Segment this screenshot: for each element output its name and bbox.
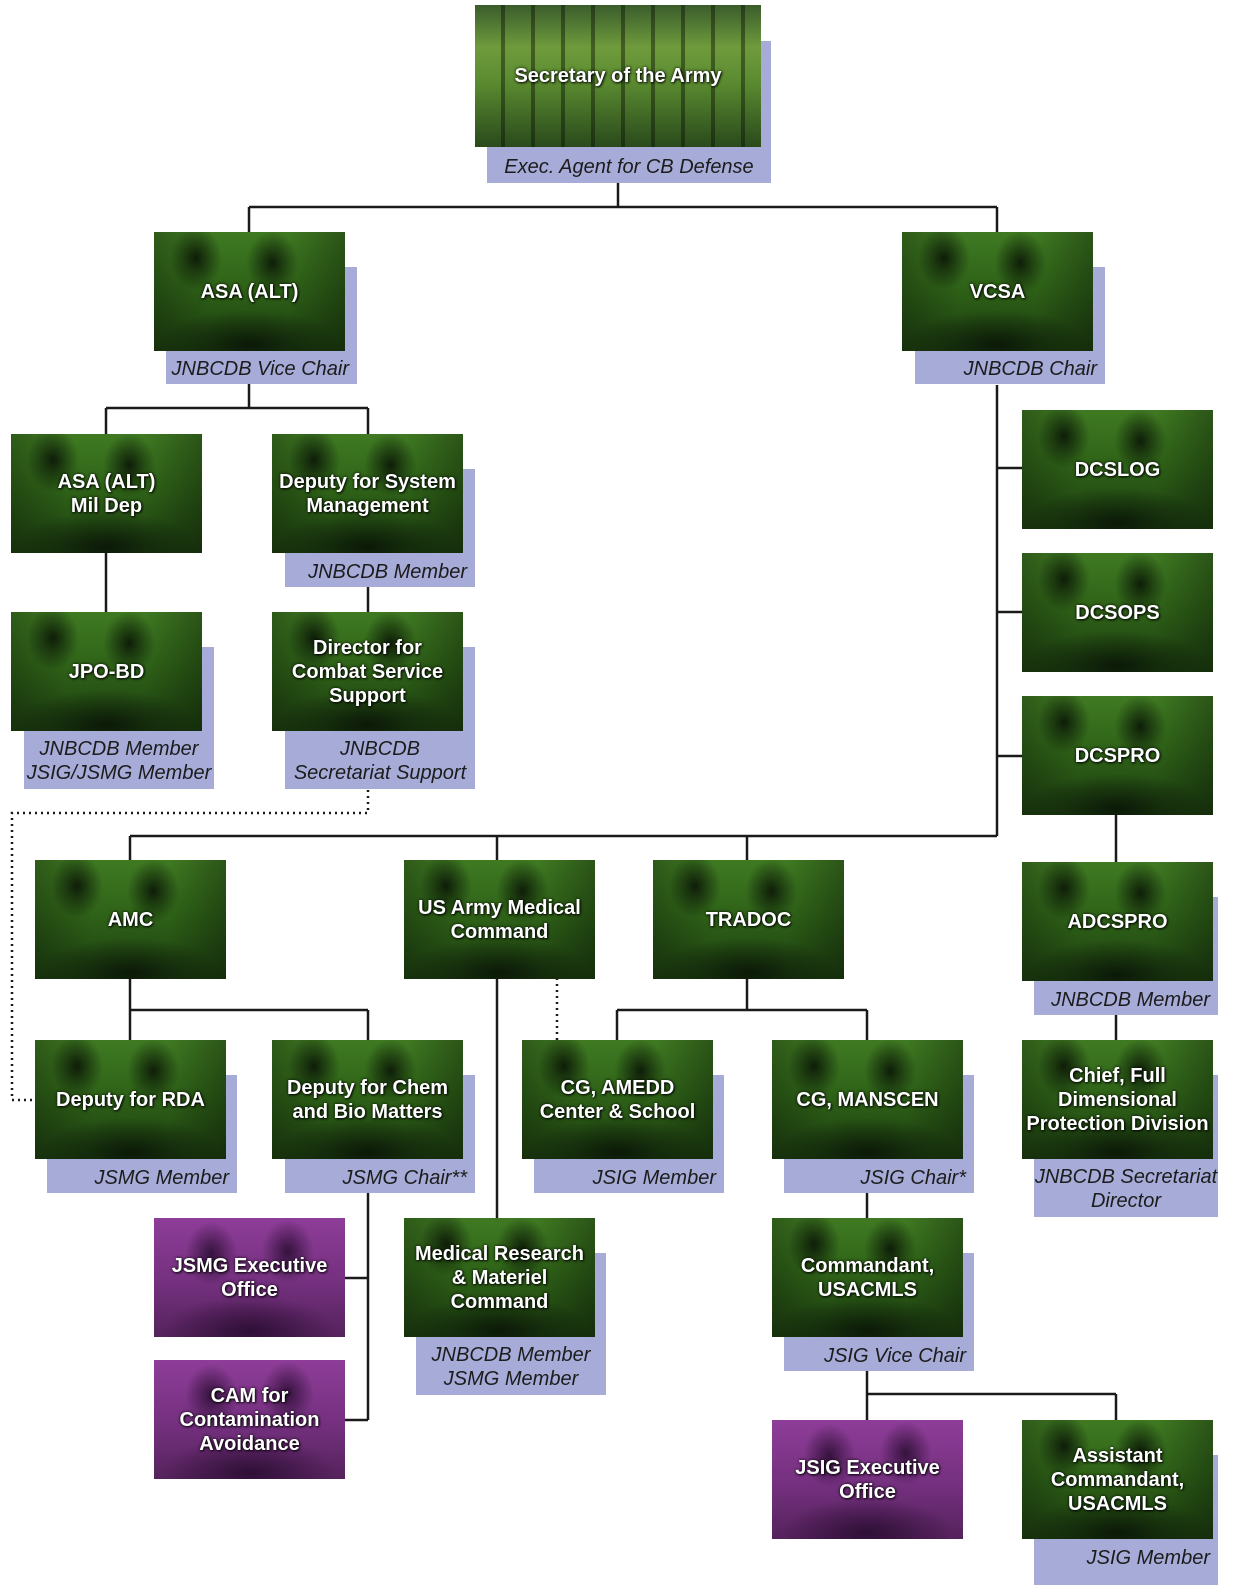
- node-box: AMC: [35, 860, 226, 979]
- node-title: Deputy for RDA: [56, 1088, 205, 1111]
- dotted-connector-dcss-rda: [10, 790, 370, 1102]
- node-box: DCSPRO: [1022, 696, 1213, 815]
- node-title: Medical Research & Materiel Command: [415, 1242, 584, 1313]
- node-title: US Army Medical Command: [418, 896, 581, 943]
- connector-amc-children: [128, 978, 370, 1040]
- node-box: VCSA: [902, 232, 1093, 351]
- connector-chem-offices: [344, 1193, 370, 1422]
- node-title: Chief, Full Dimensional Protection Divis…: [1026, 1064, 1209, 1135]
- node-title: Deputy for System Management: [279, 470, 456, 517]
- node-box: Assistant Commandant, USACMLS: [1022, 1420, 1213, 1539]
- node-box: Director for Combat Service Support: [272, 612, 463, 731]
- node-box: CG, AMEDD Center & School: [522, 1040, 713, 1159]
- node-box: US Army Medical Command: [404, 860, 595, 979]
- node-title: Director for Combat Service Support: [291, 636, 444, 707]
- node-title: DCSPRO: [1074, 744, 1161, 767]
- node-title: ASA (ALT) Mil Dep: [57, 470, 156, 517]
- node-title: DCSLOG: [1074, 458, 1161, 481]
- node-box: Commandant, USACMLS: [772, 1218, 963, 1337]
- connector-commandant-children: [865, 1371, 1118, 1420]
- node-title: DCSOPS: [1075, 601, 1160, 624]
- node-title: JPO-BD: [68, 660, 145, 683]
- node-box: Secretary of the Army: [475, 5, 761, 147]
- node-box: Deputy for Chem and Bio Matters: [272, 1040, 463, 1159]
- node-title: CAM for Contamination Avoidance: [179, 1384, 320, 1455]
- node-title: ASA (ALT): [200, 280, 299, 303]
- connector-vcsa-trunk: [995, 385, 1022, 836]
- node-box: Deputy for RDA: [35, 1040, 226, 1159]
- node-box: JPO-BD: [11, 612, 202, 731]
- node-box: TRADOC: [653, 860, 844, 979]
- node-box: Chief, Full Dimensional Protection Divis…: [1022, 1040, 1213, 1159]
- node-title: TRADOC: [705, 908, 792, 931]
- connector-secretary-level2: [247, 182, 999, 232]
- node-title: Assistant Commandant, USACMLS: [1050, 1444, 1185, 1515]
- node-title: ADCSPRO: [1067, 910, 1168, 933]
- connector-tradoc-children: [615, 978, 869, 1040]
- node-title: JSIG Executive Office: [795, 1456, 940, 1503]
- node-box: ASA (ALT) Mil Dep: [11, 434, 202, 553]
- node-title: AMC: [107, 908, 154, 931]
- node-box: JSMG Executive Office: [154, 1218, 345, 1337]
- node-title: VCSA: [969, 280, 1026, 303]
- node-title: Deputy for Chem and Bio Matters: [286, 1076, 449, 1123]
- node-box: ADCSPRO: [1022, 862, 1213, 981]
- node-box: Medical Research & Materiel Command: [404, 1218, 595, 1337]
- node-box: Deputy for System Management: [272, 434, 463, 553]
- node-box: ASA (ALT): [154, 232, 345, 351]
- node-title: CG, MANSCEN: [796, 1088, 939, 1111]
- node-title: CG, AMEDD Center & School: [539, 1076, 696, 1123]
- connector-asa-children: [104, 382, 370, 434]
- node-box: DCSLOG: [1022, 410, 1213, 529]
- node-title: Commandant, USACMLS: [800, 1254, 935, 1301]
- node-box: DCSOPS: [1022, 553, 1213, 672]
- node-title: Secretary of the Army: [514, 65, 722, 87]
- connector-level4-bar: [128, 834, 997, 860]
- node-box: CG, MANSCEN: [772, 1040, 963, 1159]
- node-box: JSIG Executive Office: [772, 1420, 963, 1539]
- node-title: JSMG Executive Office: [171, 1254, 328, 1301]
- node-box: CAM for Contamination Avoidance: [154, 1360, 345, 1479]
